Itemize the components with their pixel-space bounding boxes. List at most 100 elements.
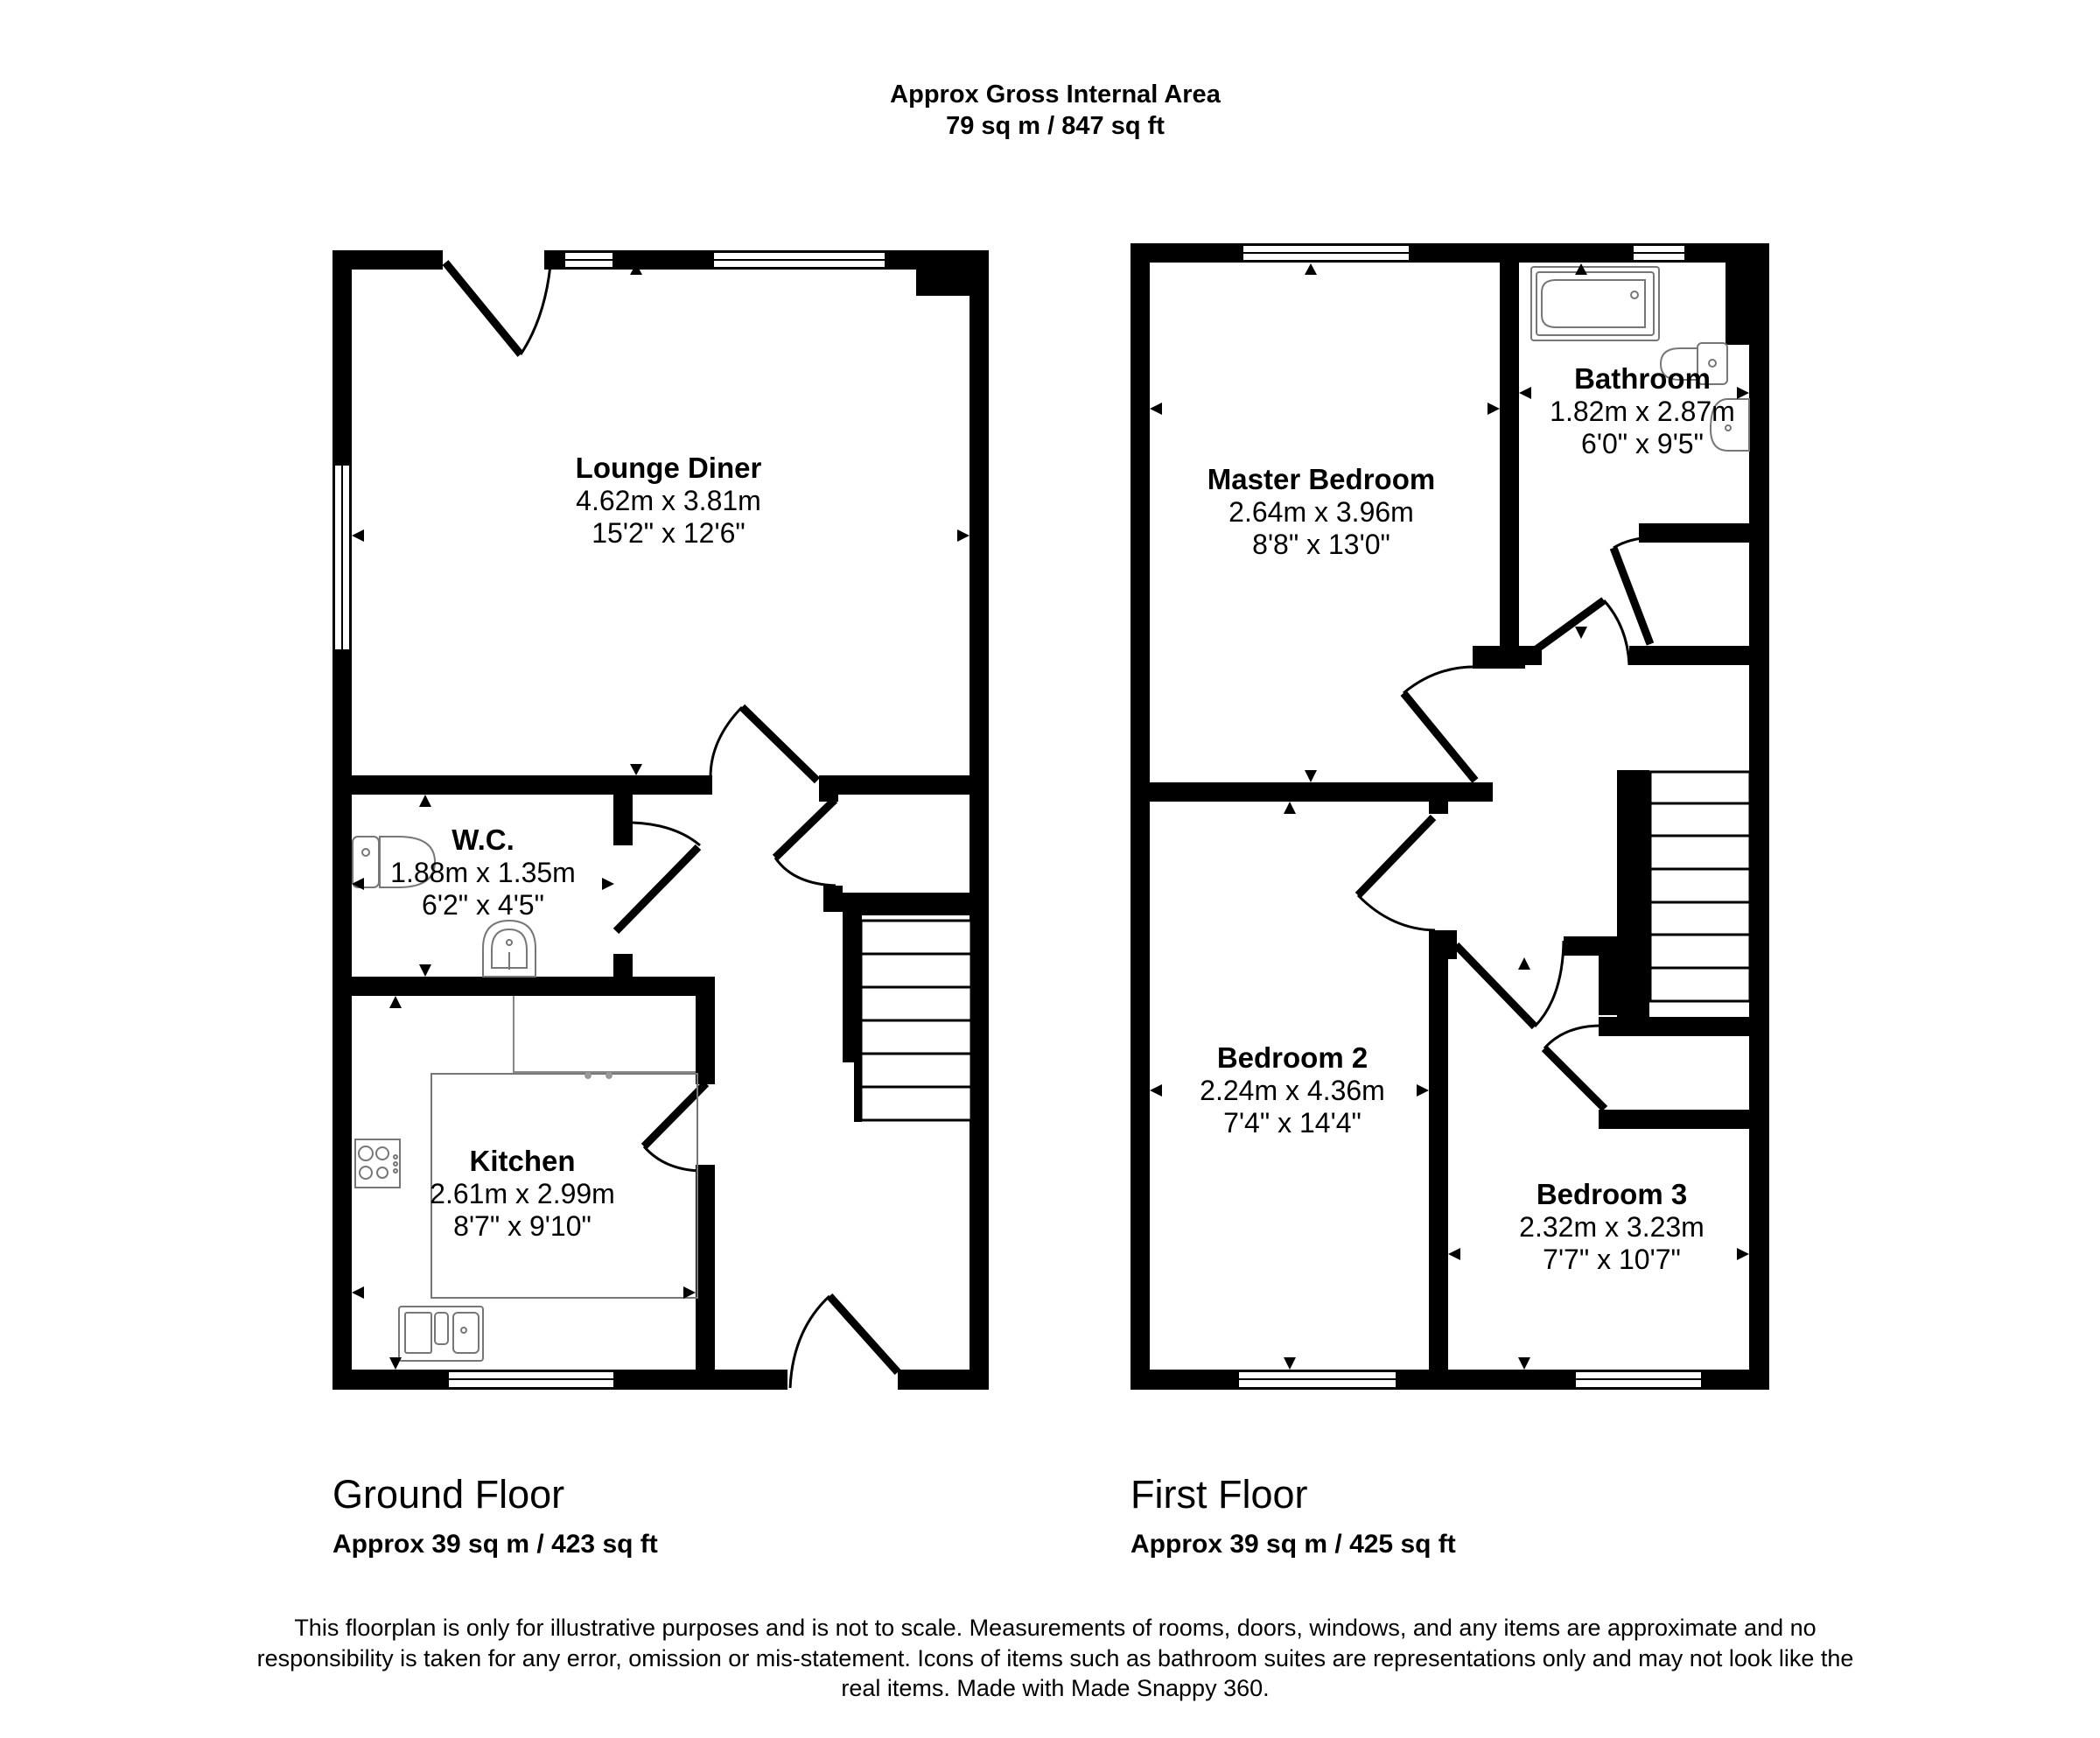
wall: [1749, 243, 1769, 1390]
measure-arrow-icon: [1575, 627, 1587, 639]
toilet-icon: [352, 836, 437, 888]
room-imperial: 7'7" x 10'7": [1543, 1243, 1681, 1275]
door: [442, 260, 524, 357]
measure-arrow-icon: [1519, 387, 1531, 399]
bedroom3-door: [1452, 942, 1538, 1030]
wall: [613, 793, 633, 845]
cupboard-door: [1541, 1045, 1608, 1112]
wall: [332, 250, 352, 1390]
door: [772, 796, 838, 861]
wall: [332, 250, 443, 270]
measure-arrow-icon: [1417, 1084, 1429, 1097]
measure-arrow-icon: [1518, 957, 1530, 970]
measure-arrow-icon: [352, 1286, 364, 1299]
room-metric: 2.64m x 3.96m: [1228, 495, 1414, 528]
room-metric: 4.62m x 3.81m: [576, 484, 761, 516]
wall: [1500, 263, 1519, 648]
room-label-bedroom-2: Bedroom 2 2.24m x 4.36m 7'4" x 14'4": [1200, 1041, 1385, 1139]
room-imperial: 8'8" x 13'0": [1252, 528, 1390, 560]
wc-basin-icon: [482, 919, 536, 978]
room-label-wc: W.C. 1.88m x 1.35m 6'2" x 4'5": [390, 823, 576, 922]
ground-floor-plan: [332, 250, 989, 1390]
measure-arrow-icon: [1737, 1248, 1749, 1260]
measure-arrow-icon: [1284, 802, 1296, 814]
wall: [970, 250, 989, 1390]
room-imperial: 8'7" x 9'10": [453, 1209, 592, 1242]
ground-floor-area: Approx 39 sq m / 423 sq ft: [332, 1530, 658, 1559]
room-label-bedroom-3: Bedroom 3 2.32m x 3.23m 7'7" x 10'7": [1519, 1178, 1704, 1276]
bathroom-door: [1522, 597, 1606, 662]
kitchen-worktop: [430, 996, 698, 1299]
room-name: Lounge Diner: [575, 452, 762, 484]
room-metric: 2.32m x 3.23m: [1519, 1210, 1704, 1243]
room-name: Bedroom 3: [1536, 1178, 1688, 1210]
gross-area-value: 79 sq m / 847 sq ft: [946, 112, 1165, 141]
cupboard-door: [1609, 546, 1655, 646]
measure-arrow-icon: [389, 996, 402, 1008]
wall: [696, 977, 715, 1084]
wall: [819, 775, 838, 802]
room-name: Kitchen: [469, 1145, 576, 1177]
measure-arrow-icon: [1575, 263, 1587, 275]
measure-arrow-icon: [683, 1286, 696, 1299]
measure-arrow-icon: [602, 878, 614, 890]
first-floor-plan: [1130, 243, 1769, 1390]
room-metric: 2.24m x 4.36m: [1200, 1074, 1385, 1106]
measure-arrow-icon: [1150, 1084, 1162, 1097]
room-imperial: 6'0" x 9'5": [1581, 427, 1704, 459]
measure-arrow-icon: [957, 529, 970, 542]
hob-icon: [354, 1139, 401, 1188]
toilet-icon: [1659, 342, 1728, 385]
room-imperial: 6'2" x 4'5": [422, 888, 544, 921]
measure-arrow-icon: [1284, 1357, 1296, 1370]
wall: [854, 1062, 862, 1122]
wall: [1429, 930, 1448, 1390]
measure-arrow-icon: [352, 529, 364, 542]
staircase: [859, 919, 973, 1122]
measure-arrow-icon: [1518, 1357, 1530, 1370]
measure-arrow-icon: [419, 795, 431, 807]
wall: [1639, 523, 1749, 543]
first-floor-area: Approx 39 sq m / 425 sq ft: [1130, 1530, 1456, 1559]
wall: [1629, 646, 1749, 665]
room-metric: 2.61m x 2.99m: [430, 1177, 615, 1209]
front-door: [826, 1293, 901, 1376]
wall: [1448, 930, 1457, 959]
measure-arrow-icon: [630, 263, 642, 275]
wall: [1130, 243, 1150, 1390]
wall: [1617, 770, 1649, 1036]
wall: [332, 775, 712, 795]
bedroom2-door: [1354, 814, 1437, 899]
room-label-bathroom: Bathroom 1.82m x 2.87m 6'0" x 9'5": [1550, 362, 1735, 460]
disclaimer-text: This floorplan is only for illustrative …: [256, 1615, 1854, 1702]
wall: [1473, 646, 1525, 669]
room-label-master-bedroom: Master Bedroom 2.64m x 3.96m 8'8" x 13'0…: [1208, 463, 1435, 561]
measure-arrow-icon: [1448, 1248, 1460, 1260]
room-name: Bedroom 2: [1216, 1041, 1368, 1074]
wall: [843, 915, 862, 1062]
room-metric: 1.88m x 1.35m: [390, 856, 576, 888]
sink-icon: [398, 1306, 484, 1362]
wall: [1130, 782, 1493, 802]
measure-arrow-icon: [1150, 403, 1162, 415]
wall: [843, 893, 970, 915]
gross-area-title: Approx Gross Internal Area: [890, 81, 1221, 109]
measure-arrow-icon: [1305, 263, 1317, 275]
measure-arrow-icon: [419, 964, 431, 977]
measure-arrow-icon: [352, 878, 364, 890]
measure-arrow-icon: [630, 764, 642, 775]
room-name: Bathroom: [1574, 362, 1711, 395]
wall: [823, 886, 843, 912]
staircase: [1648, 770, 1752, 1003]
measure-arrow-icon: [389, 1357, 402, 1370]
gross-area-header: Approx Gross Internal Area 79 sq m / 847…: [890, 79, 1221, 143]
wall: [1429, 796, 1448, 814]
door: [738, 704, 821, 784]
room-label-lounge-diner: Lounge Diner 4.62m x 3.81m 15'2" x 12'6": [576, 452, 762, 550]
room-name: W.C.: [452, 823, 514, 856]
room-name: Master Bedroom: [1207, 463, 1436, 495]
measure-arrow-icon: [1737, 387, 1749, 399]
wall: [696, 1165, 715, 1390]
wc-door: [612, 844, 702, 935]
